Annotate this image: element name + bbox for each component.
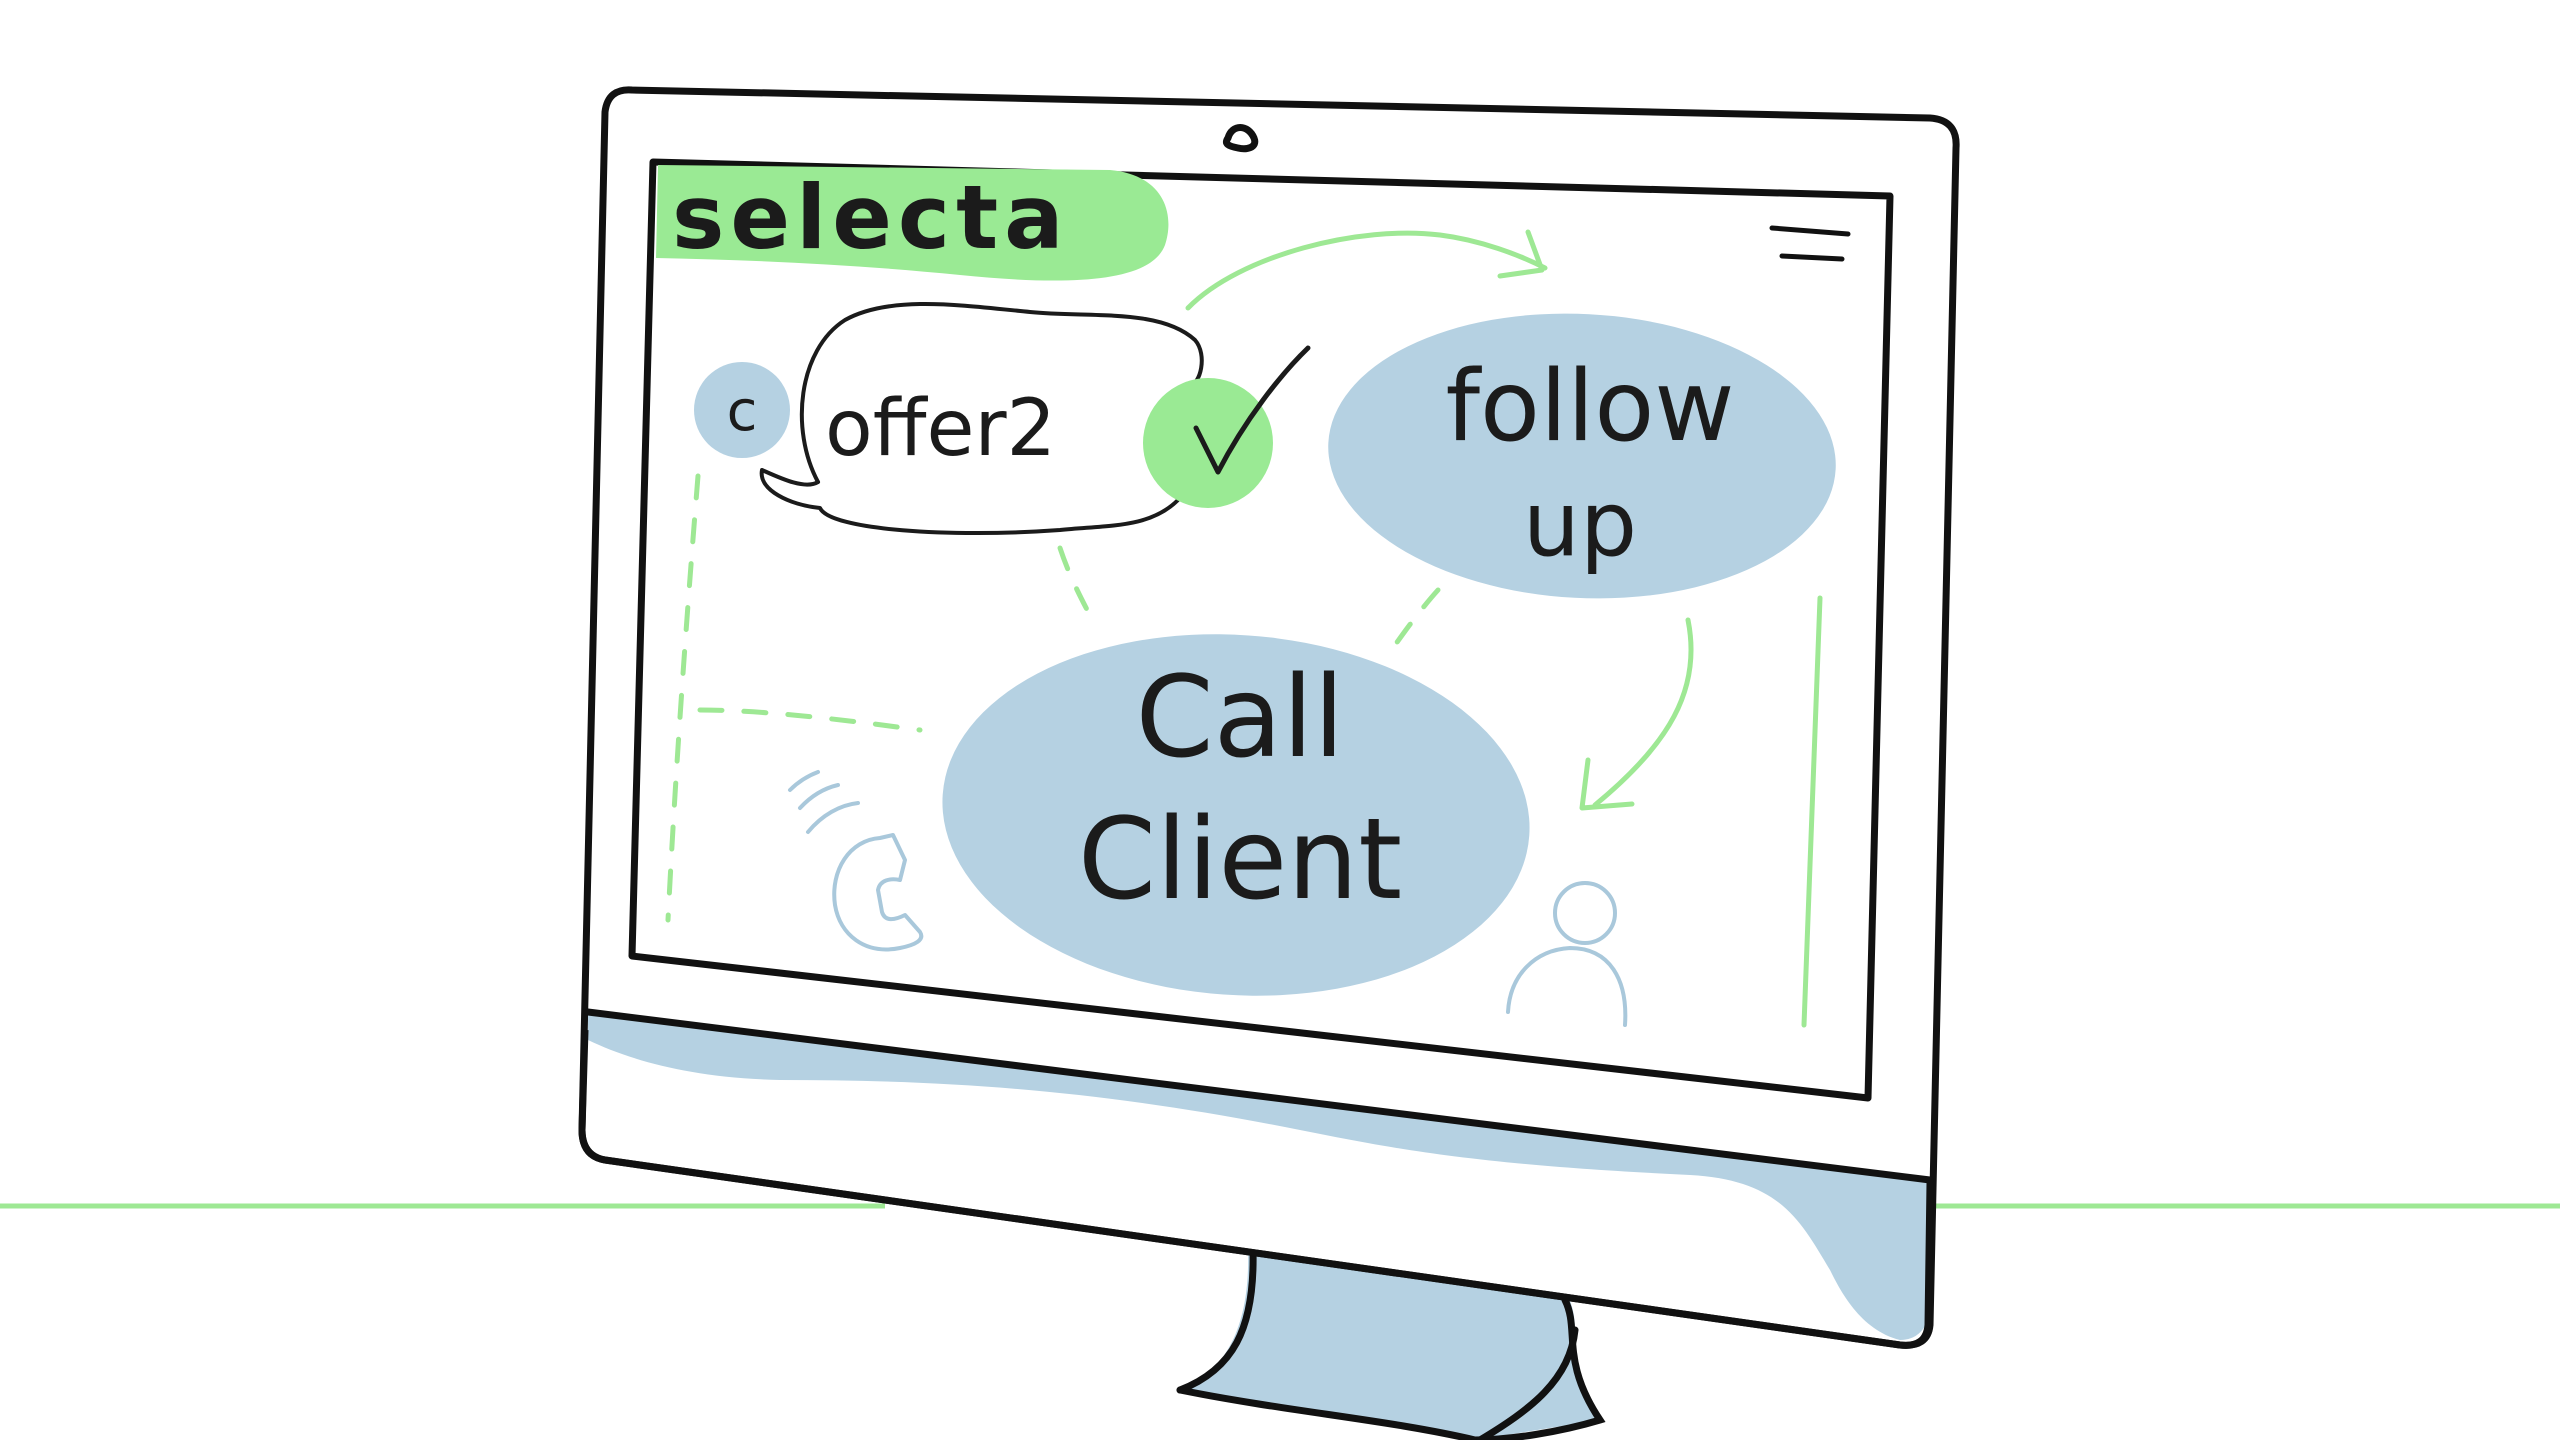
phone-ringing-icon[interactable] xyxy=(788,770,924,952)
brand-highlight xyxy=(656,165,1169,281)
call-client-line2: Client xyxy=(1078,795,1402,925)
follow-up-line2: up xyxy=(1523,472,1637,577)
arrow-to-follow-up xyxy=(1185,230,1548,311)
offer-label: offer2 xyxy=(825,384,1056,474)
divider-line xyxy=(1801,595,1823,1028)
arrow-to-user xyxy=(1579,617,1694,811)
call-client-bubble[interactable]: Call Client xyxy=(930,615,1542,1015)
offer-bubble[interactable]: offer2 xyxy=(759,302,1204,536)
monitor-stand xyxy=(1176,1246,1606,1444)
follow-up-bubble[interactable]: follow up xyxy=(1321,301,1843,611)
status-badge: c xyxy=(694,362,790,458)
follow-up-line1: follow xyxy=(1445,350,1734,464)
app-title: selecta xyxy=(672,166,1070,269)
status-letter: c xyxy=(727,379,758,444)
app-header: selecta xyxy=(656,165,1851,311)
user-icon xyxy=(1506,881,1628,1027)
webcam-icon xyxy=(1223,124,1259,153)
call-client-line1: Call xyxy=(1135,653,1344,783)
dashed-connectors xyxy=(665,473,1441,923)
hamburger-menu-icon[interactable] xyxy=(1769,225,1851,262)
checkmark-icon[interactable] xyxy=(1143,345,1311,508)
